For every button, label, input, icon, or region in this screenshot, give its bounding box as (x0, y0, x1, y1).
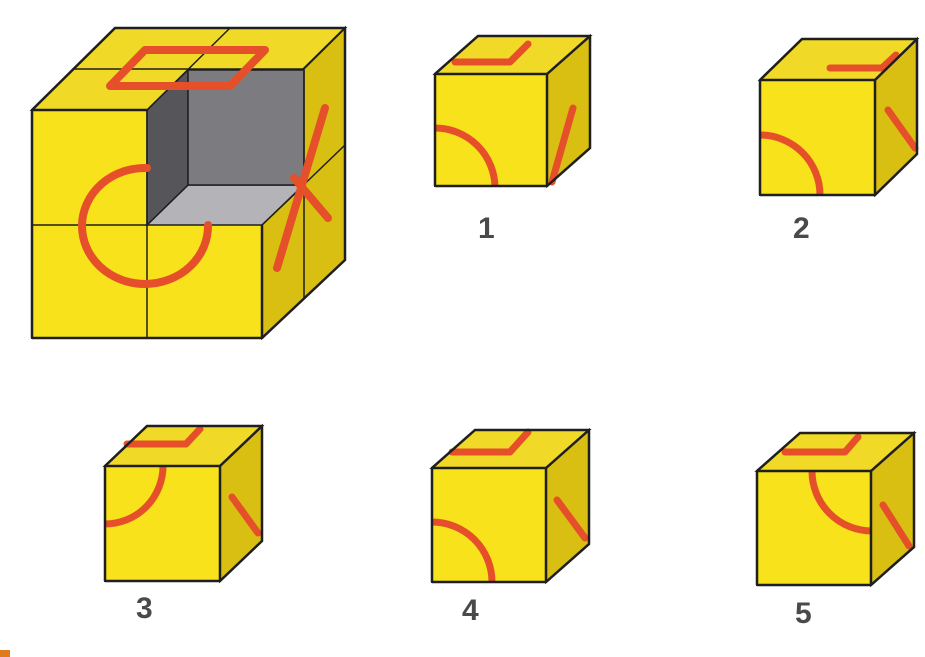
option-cube-3 (47, 408, 262, 581)
option-cube-5 (757, 411, 925, 585)
option-label-4: 4 (462, 594, 479, 628)
main-cube (32, 28, 345, 338)
option-label-2: 2 (793, 212, 810, 246)
option-label-5: 5 (795, 597, 812, 631)
option-cube-4 (372, 430, 589, 642)
option-label-3: 3 (136, 592, 153, 626)
option-label-1: 1 (478, 212, 495, 246)
corner-mark (0, 650, 10, 657)
